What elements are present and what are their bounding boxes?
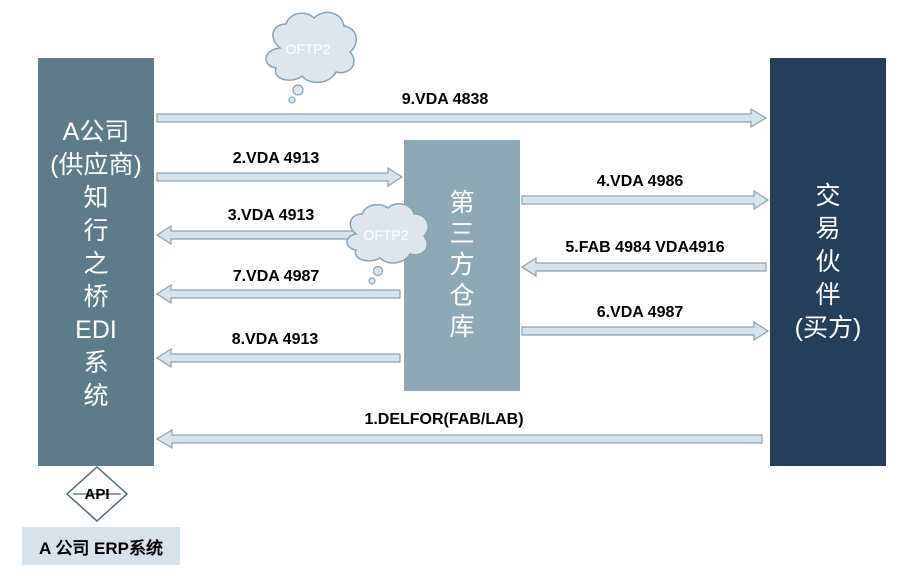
arrow-label: 1.DELFOR(FAB/LAB) <box>364 411 523 428</box>
api-connector: API <box>65 465 129 523</box>
erp-box: A 公司 ERP系统 <box>22 527 180 565</box>
supplier-line: (供应商) <box>50 150 142 179</box>
partner-line: 交 <box>815 181 841 210</box>
partner-line: 易 <box>815 214 841 243</box>
supplier-line: EDI <box>75 315 117 344</box>
arrow-9: 9.VDA 4838 <box>156 91 768 129</box>
arrow-label: 9.VDA 4838 <box>402 91 489 108</box>
supplier-line: 系 <box>83 348 109 377</box>
warehouse-line: 第 <box>449 189 475 217</box>
warehouse-line: 仓 <box>449 282 475 310</box>
cloud-icon: OFTP2 <box>265 11 357 104</box>
warehouse-box: 第 三 方 仓 库 <box>404 140 520 391</box>
arrow-4: 4.VDA 4986 <box>521 173 770 211</box>
arrow-label: 2.VDA 4913 <box>233 150 320 167</box>
supplier-line: 统 <box>83 381 109 410</box>
warehouse-line: 库 <box>449 313 475 341</box>
arrow-label: 6.VDA 4987 <box>597 304 684 321</box>
supplier-line: 知 <box>83 183 109 212</box>
partner-line: 伙 <box>815 247 841 276</box>
arrow-label: 5.FAB 4984 VDA4916 <box>565 239 724 256</box>
warehouse-line: 三 <box>449 220 475 248</box>
arrow-label: 4.VDA 4986 <box>597 173 684 190</box>
partner-line: 伴 <box>815 280 841 309</box>
arrow-6: 6.VDA 4987 <box>521 304 770 342</box>
api-label: API <box>84 486 109 503</box>
erp-label: A 公司 ERP系统 <box>38 538 164 558</box>
arrow-label: 7.VDA 4987 <box>233 268 320 285</box>
arrow-7: 7.VDA 4987 <box>155 268 401 305</box>
supplier-line: 之 <box>83 249 109 278</box>
partner-box: 交 易 伙 伴 (买方) <box>770 58 886 466</box>
arrow-1: 1.DELFOR(FAB/LAB) <box>155 411 763 450</box>
cloud-icon: OFTP2 <box>346 202 429 285</box>
partner-line: (买方) <box>794 313 862 342</box>
arrow-2: 2.VDA 4913 <box>156 150 404 188</box>
supplier-box: A公司 (供应商) 知 行 之 桥 EDI 系 统 <box>38 58 154 466</box>
cloud-label: OFTP2 <box>363 227 408 243</box>
arrow-8: 8.VDA 4913 <box>155 331 401 369</box>
warehouse-line: 方 <box>449 251 475 279</box>
supplier-line: 行 <box>83 216 109 245</box>
cloud-label: OFTP2 <box>285 41 330 57</box>
arrow-label: 3.VDA 4913 <box>228 207 315 224</box>
supplier-line: 桥 <box>83 282 109 311</box>
supplier-line: A公司 <box>62 117 130 146</box>
arrow-label: 8.VDA 4913 <box>232 331 319 348</box>
arrow-5: 5.FAB 4984 VDA4916 <box>520 239 767 278</box>
